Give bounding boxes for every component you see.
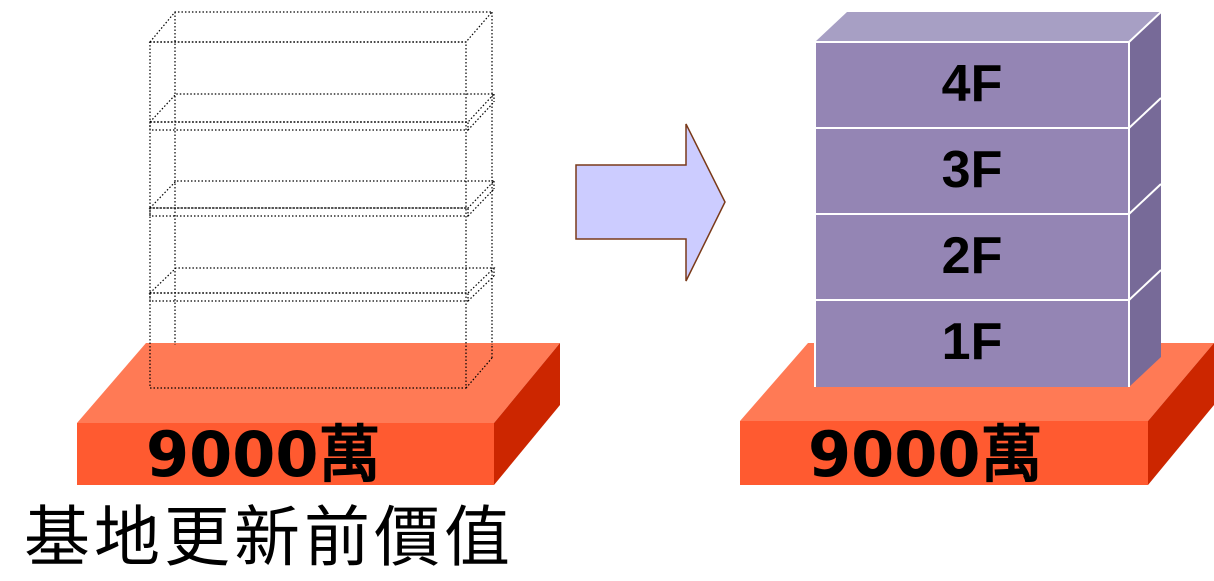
floor-2f-front: [815, 214, 1129, 300]
before-caption: 基地更新前價值: [24, 499, 514, 576]
before-wireframe-building: [148, 11, 496, 389]
floor-label-1f: 1F: [941, 313, 1003, 371]
after-base-side-face: [1148, 343, 1214, 485]
after-stacked-building: [814, 11, 1162, 387]
before-base-slab: [77, 343, 560, 485]
wireframe-floor-slab: [148, 267, 496, 302]
building-roof: [815, 12, 1161, 42]
before-base-label: 9000萬: [146, 418, 381, 491]
floor-3f-front: [815, 128, 1129, 214]
after-base-label: 9000萬: [808, 418, 1043, 491]
wireframe-floor-slab: [148, 180, 496, 217]
before-base-side-face: [494, 343, 560, 485]
right-arrow-icon: [575, 123, 726, 282]
floor-label-2f: 2F: [941, 227, 1003, 285]
floor-label-4f: 4F: [941, 55, 1003, 113]
floor-4f-front: [815, 42, 1129, 128]
wireframe-floor-slab: [148, 93, 496, 131]
floor-label-3f: 3F: [941, 141, 1003, 199]
before-base-top-face: [77, 343, 560, 423]
floor-1f-front: [815, 300, 1129, 387]
before-base-front-face: [77, 423, 494, 485]
after-base-front-face: [740, 421, 1148, 485]
